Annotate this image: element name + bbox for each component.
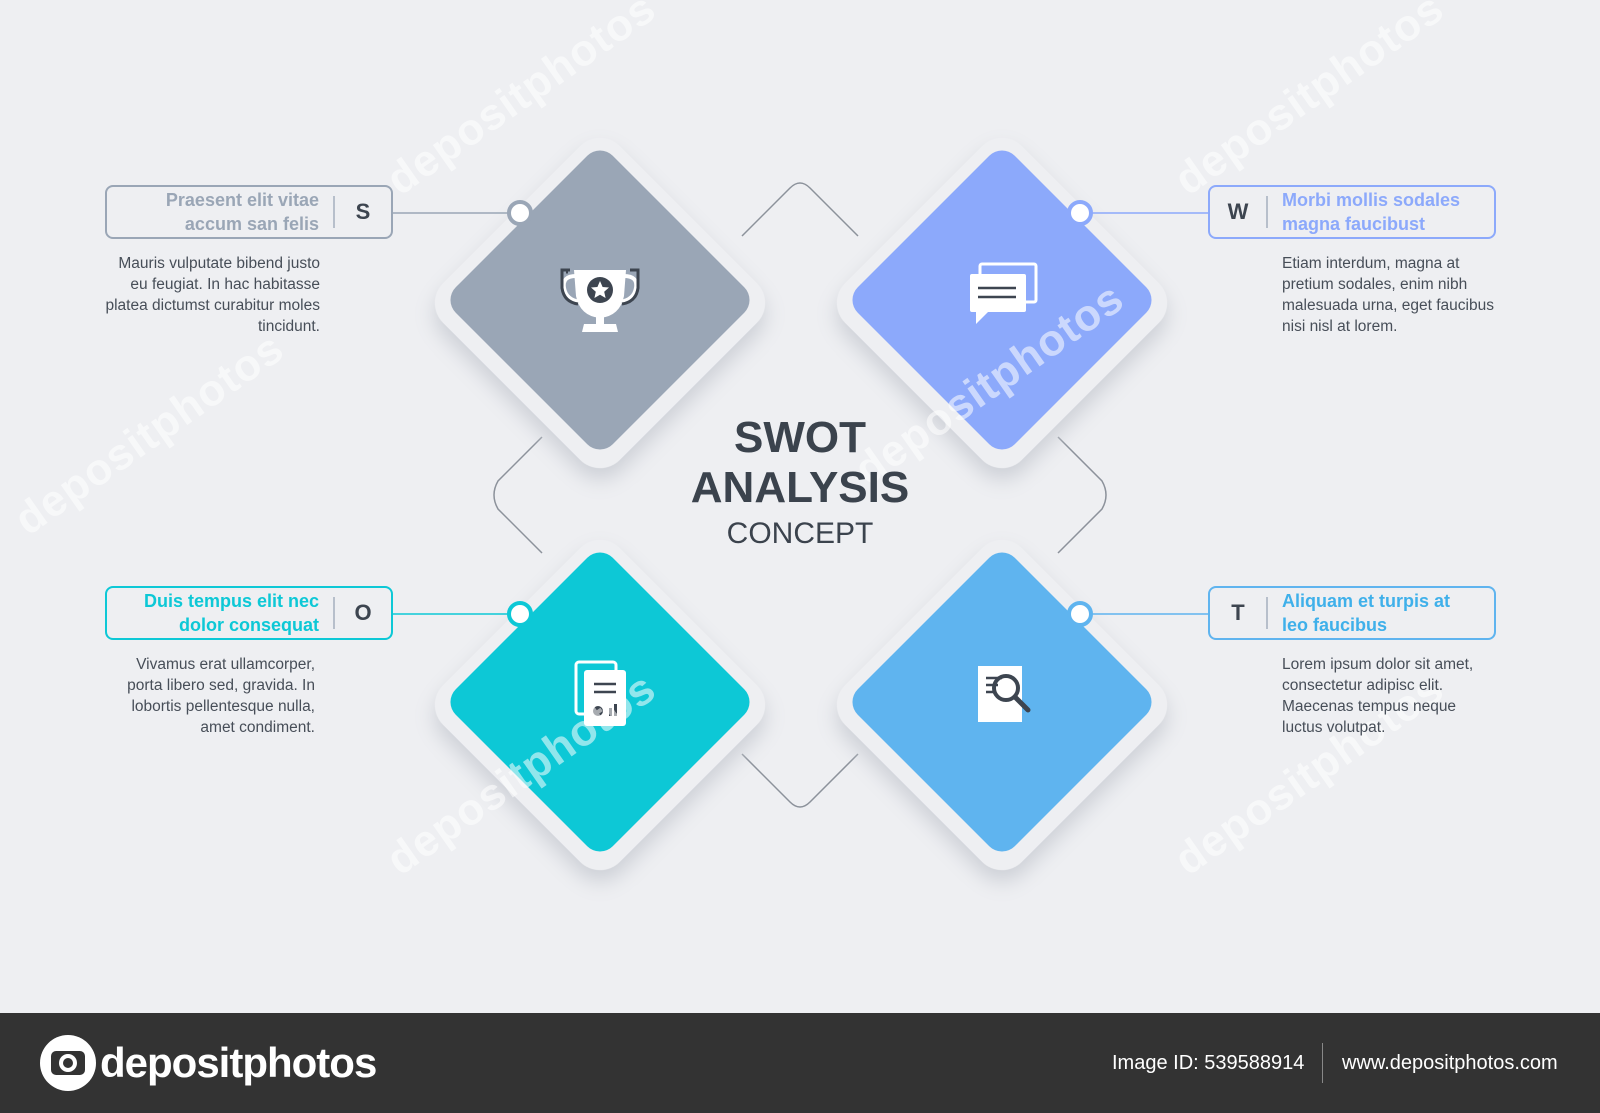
label-box-o: Duis tempus elit nec dolor consequat O xyxy=(105,586,393,640)
footer-bar: depositphotos Image ID: 539588914 www.de… xyxy=(0,1013,1600,1113)
threat-description: Lorem ipsum dolor sit amet, consectetur … xyxy=(1282,656,1474,736)
letter-w: W xyxy=(1210,196,1268,228)
connector-right xyxy=(1057,436,1107,554)
opportunity-title: Duis tempus elit nec dolor consequat xyxy=(143,591,319,635)
trophy-icon xyxy=(560,268,640,332)
label-box-w: W Morbi mollis sodales magna faucibust xyxy=(1208,185,1496,239)
letter-t: T xyxy=(1210,597,1268,629)
documents-chart-icon xyxy=(574,660,626,726)
pointer-t xyxy=(1067,601,1208,627)
threat-title: Aliquam et turpis at leo faucibus xyxy=(1282,591,1451,635)
connector-left xyxy=(493,436,543,554)
camera-logo-icon xyxy=(40,1035,96,1091)
connector-top xyxy=(741,182,859,237)
letter-s: S xyxy=(333,196,391,228)
strength-description: Mauris vulputate bibend justo eu feugiat… xyxy=(105,255,320,335)
pointer-w xyxy=(1067,200,1208,226)
connector-bottom xyxy=(741,753,859,808)
center-subtitle: CONCEPT xyxy=(726,517,874,550)
diagram-canvas xyxy=(392,137,1208,871)
letter-o: O xyxy=(333,597,391,629)
pointer-o xyxy=(392,601,533,627)
opportunity-description: Vivamus erat ullamcorper, porta libero s… xyxy=(127,656,315,736)
label-box-t: T Aliquam et turpis at leo faucibus xyxy=(1208,586,1496,640)
weakness-description: Etiam interdum, magna at pretium sodales… xyxy=(1282,255,1494,335)
website-link[interactable]: www.depositphotos.com xyxy=(1342,1052,1558,1074)
chat-bubbles-icon xyxy=(970,262,1038,324)
swot-diagram: depositphotos depositphotos depositphoto… xyxy=(105,137,1496,871)
document-search-icon xyxy=(978,666,1031,722)
strength-title: Praesent elit vitae accum san felis xyxy=(165,190,319,234)
center-title-line2: ANALYSIS xyxy=(690,463,910,512)
connector-lines xyxy=(493,182,1107,808)
pointer-s xyxy=(392,200,533,226)
image-id: Image ID: 539588914 xyxy=(1112,1052,1305,1074)
weakness-title: Morbi mollis sodales magna faucibust xyxy=(1282,190,1461,234)
label-box-s: Praesent elit vitae accum san felis S xyxy=(105,185,393,239)
brand-logo: depositphotos xyxy=(100,1039,377,1086)
center-title-line1: SWOT xyxy=(734,413,866,462)
footer-divider xyxy=(1322,1043,1323,1083)
